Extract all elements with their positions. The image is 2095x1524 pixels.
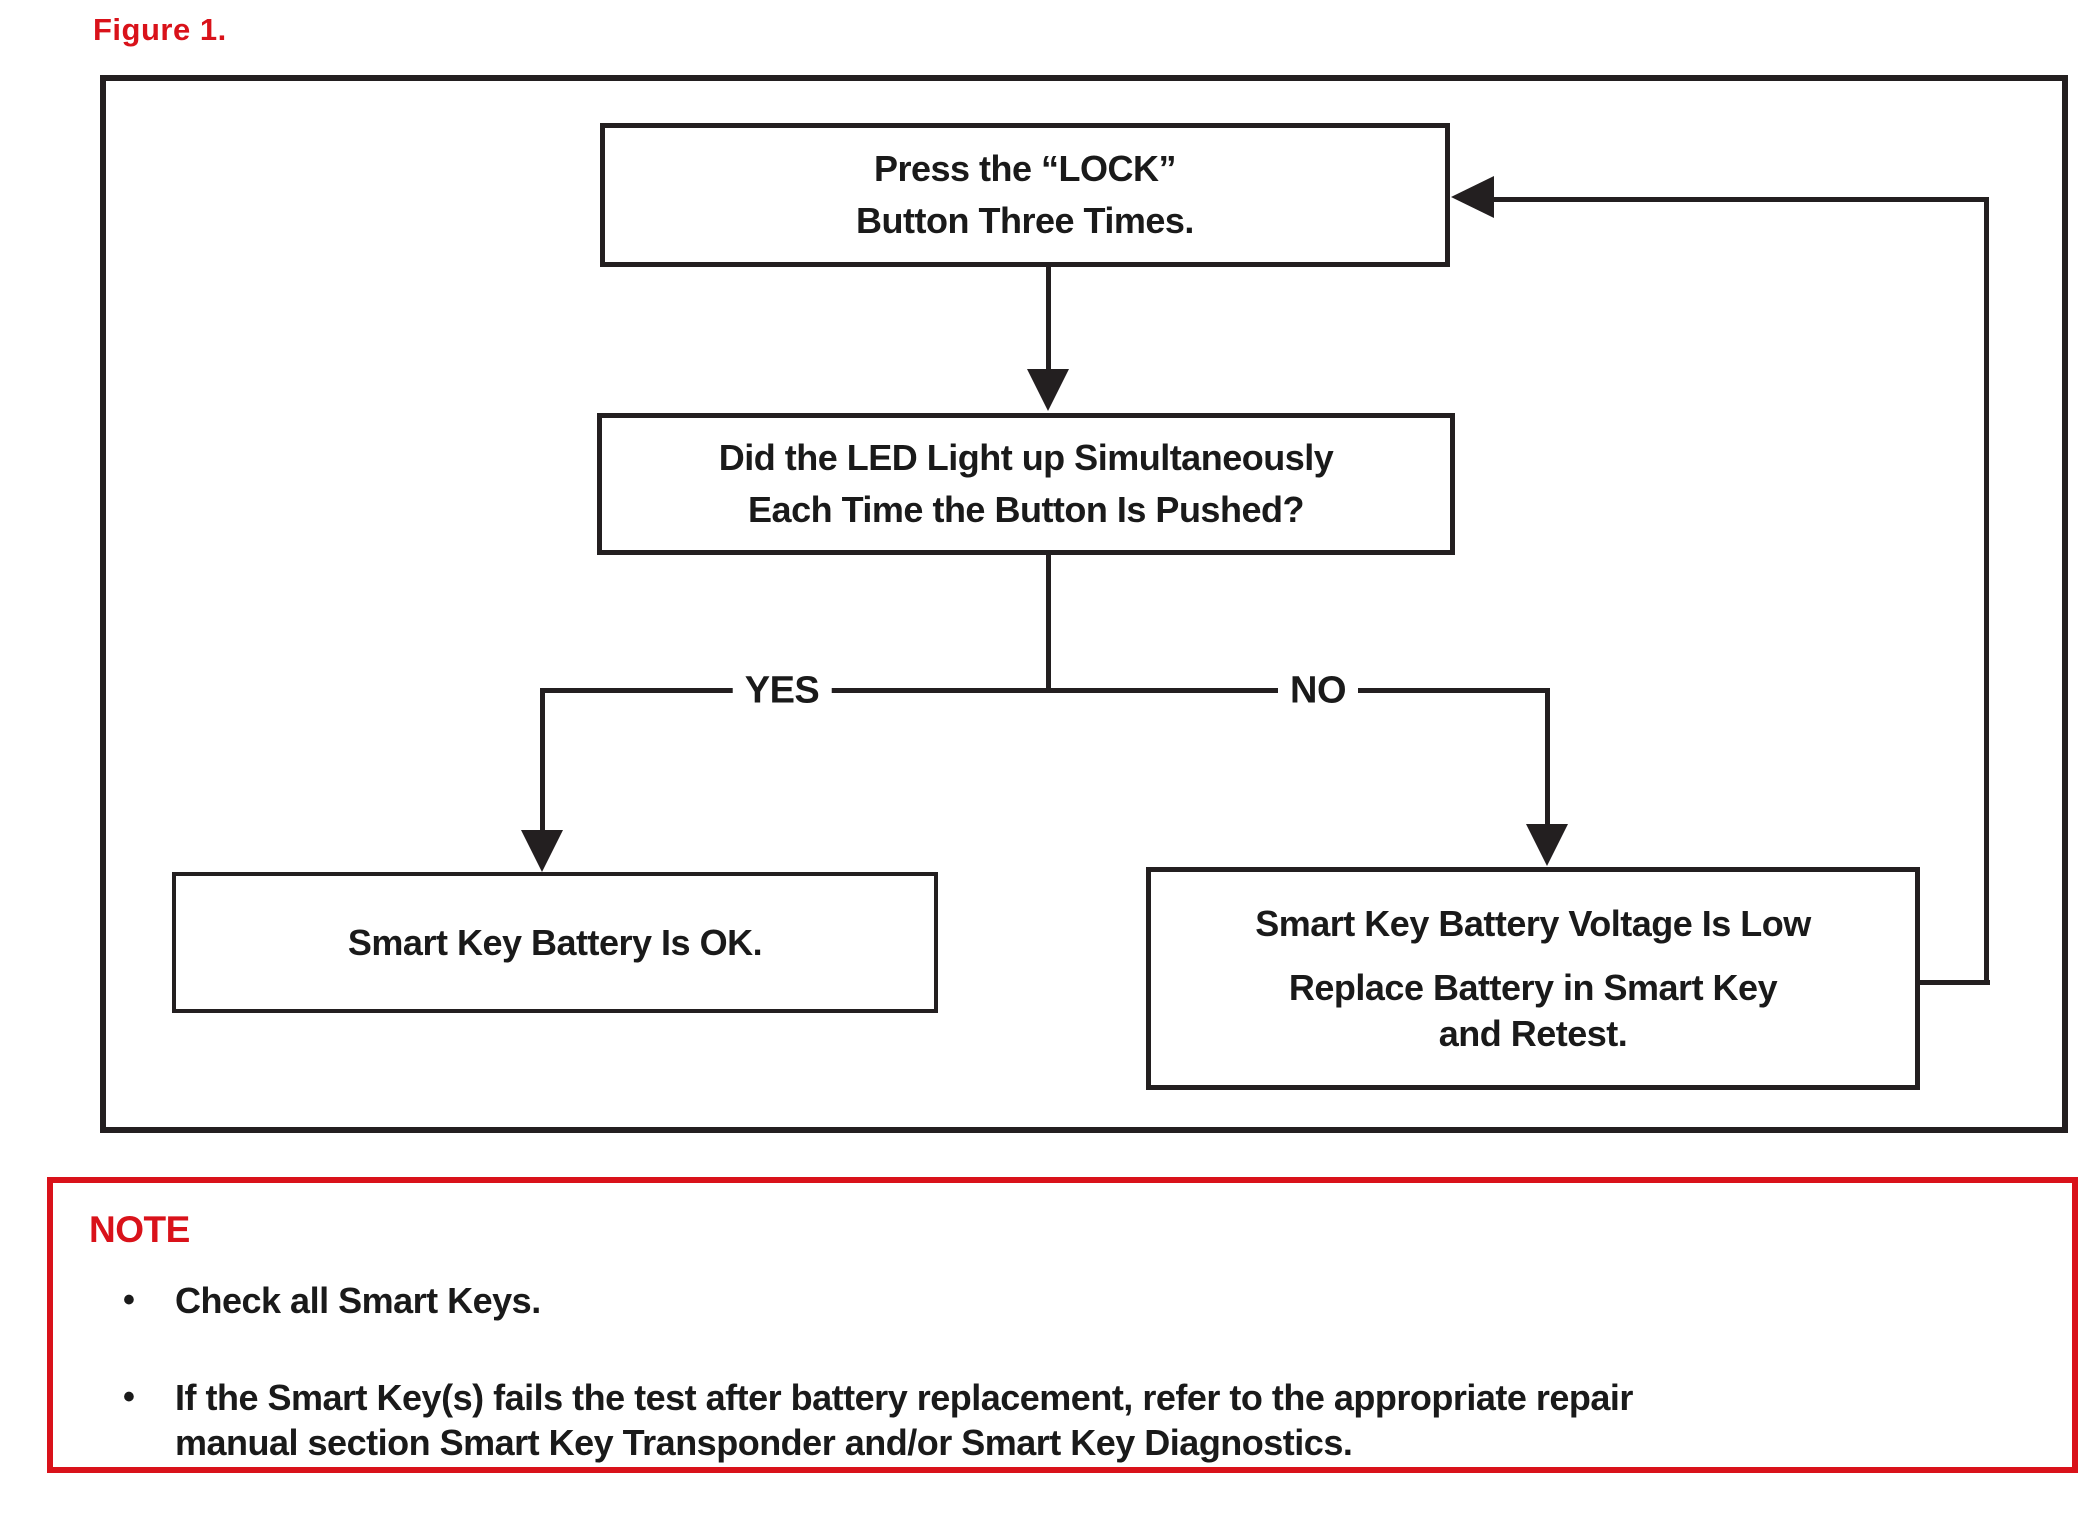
arrow-left-icon: [1451, 176, 1494, 218]
bullet-icon: •: [123, 1281, 135, 1319]
note-bullet-text: Check all Smart Keys.: [175, 1280, 541, 1321]
node-text-line: Each Time the Button Is Pushed?: [748, 489, 1304, 530]
node-text-line: and Retest.: [1438, 1012, 1628, 1054]
branch-label-no: NO: [1278, 669, 1358, 713]
node-text-line: Press the “LOCK”: [873, 148, 1177, 189]
node-text-line: Smart Key Battery Is OK.: [347, 921, 763, 963]
connector-no-branch: [1545, 688, 1550, 824]
node-text-line: Did the LED Light up Simultaneously: [718, 437, 1334, 478]
bullet-icon: •: [123, 1378, 135, 1416]
arrow-down-icon: [1027, 369, 1069, 411]
note-bullet-text: If the Smart Key(s) fails the test after…: [175, 1375, 1633, 1465]
connector-node2-to-branch: [1046, 553, 1051, 693]
connector-node1-to-node2: [1046, 265, 1051, 371]
connector-yes-branch: [540, 688, 545, 830]
branch-line: [542, 688, 1550, 693]
arrow-down-icon: [521, 830, 563, 872]
note-bullet-item: • Check all Smart Keys.: [123, 1278, 541, 1323]
flowchart-node-press-lock: Press the “LOCK” Button Three Times.: [600, 123, 1450, 267]
node-text-line: Replace Battery in Smart Key: [1288, 966, 1778, 1008]
note-bullet-text-line: manual section Smart Key Transponder and…: [175, 1422, 1353, 1463]
flowchart-node-battery-ok: Smart Key Battery Is OK.: [172, 872, 938, 1013]
note-bullet-item: • If the Smart Key(s) fails the test aft…: [123, 1375, 2053, 1465]
note-box: NOTE • Check all Smart Keys. • If the Sm…: [47, 1177, 2078, 1473]
note-title: NOTE: [89, 1209, 190, 1250]
figure-label: Figure 1.: [93, 12, 227, 47]
note-bullet-text-line: If the Smart Key(s) fails the test after…: [175, 1377, 1633, 1418]
feedback-line-vertical: [1984, 197, 1989, 985]
flowchart-node-led-question: Did the LED Light up Simultaneously Each…: [597, 413, 1455, 555]
feedback-line-bottom: [1915, 980, 1990, 985]
flowchart-node-battery-low: Smart Key Battery Voltage Is Low Replace…: [1146, 867, 1920, 1090]
arrow-down-icon: [1526, 824, 1568, 866]
feedback-line-top: [1494, 197, 1989, 202]
node-text-line: Smart Key Battery Voltage Is Low: [1255, 902, 1811, 944]
node-text-line: Button Three Times.: [856, 200, 1194, 241]
branch-label-yes: YES: [732, 669, 832, 713]
